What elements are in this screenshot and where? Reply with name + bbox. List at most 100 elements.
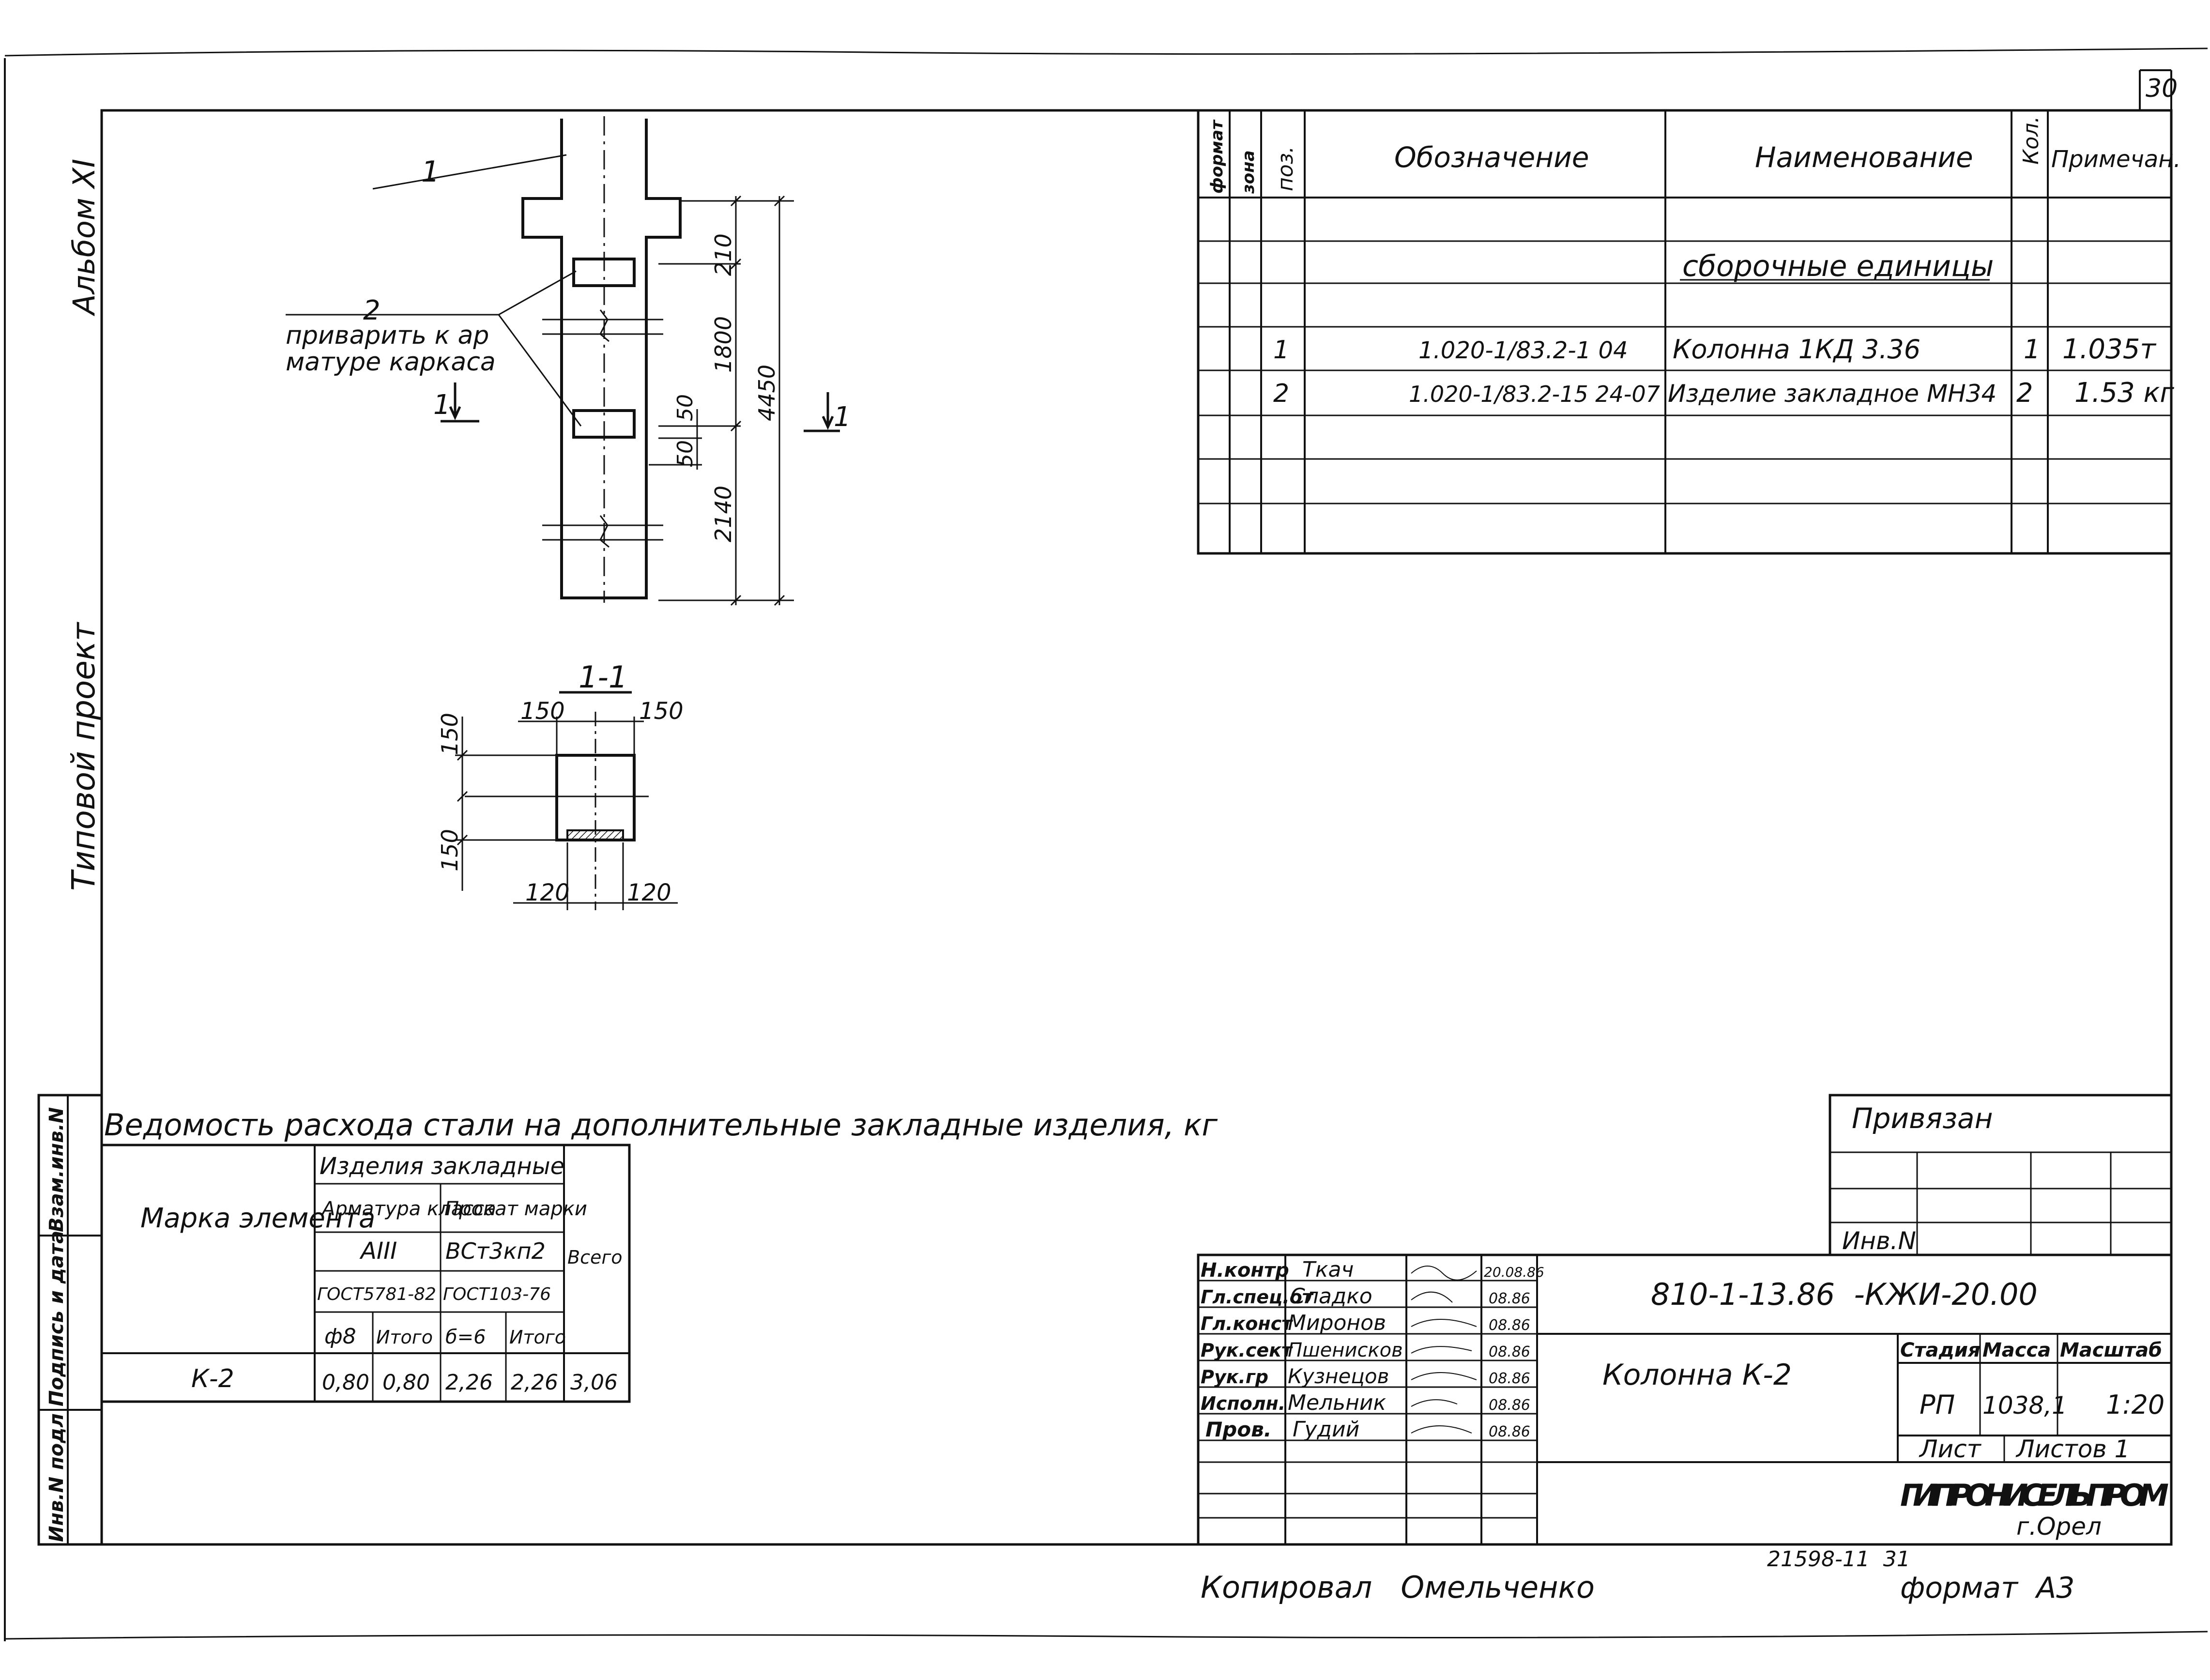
weld-note-line1: приварить к ар — [286, 321, 489, 350]
binding-inv: Инв.N — [1842, 1227, 1916, 1255]
tb-date-3: 08.86 — [1489, 1317, 1530, 1334]
col-format: формат — [1207, 119, 1227, 194]
tb-date-7: 08.86 — [1489, 1423, 1530, 1440]
col-pos: поз. — [1273, 146, 1298, 191]
sheet-number: 30 — [2146, 74, 2178, 103]
tb-date-1: 20.08.86 — [1484, 1264, 1544, 1280]
weld-note-line2: матуре каркаса — [286, 348, 496, 377]
left-margin: Альбом XI Типовой проект Инв.N подл Подп… — [37, 159, 103, 1546]
steel-col-grand-total: Всего — [567, 1247, 623, 1268]
steel-value-4: 2,26 — [511, 1370, 558, 1395]
section-dim-top-left: 150 — [520, 698, 565, 725]
sheet-frame — [4, 47, 2208, 1641]
binding-block — [1829, 1094, 2173, 1256]
steel-rebar-gost: ГОСТ5781-82 — [317, 1284, 436, 1304]
column-elevation — [286, 116, 840, 606]
title-block — [1197, 1253, 2173, 1546]
steel-value-5: 3,06 — [570, 1370, 618, 1395]
col-qty: Кол. — [2019, 116, 2043, 165]
side-label-sign: Подпись и дата — [46, 1231, 68, 1406]
leader-label-2: 2 — [363, 295, 381, 326]
signatures — [1411, 1266, 1477, 1434]
tb-name-4: Пшенисков — [1288, 1339, 1403, 1361]
tb-role-5: Рук.гр — [1201, 1366, 1268, 1388]
tb-date-4: 08.86 — [1489, 1344, 1530, 1360]
steel-value-3: 2,26 — [445, 1370, 493, 1395]
tb-role-6: Исполн. — [1201, 1393, 1285, 1414]
col-note: Примечан. — [2051, 146, 2181, 173]
tb-name-6: Мельник — [1288, 1390, 1386, 1415]
spec-row-1-designation: 1.020-1/83.2-1 04 — [1418, 337, 1628, 364]
section-dim-left-bottom: 150 — [437, 829, 463, 871]
section-dim-left-top: 150 — [437, 713, 463, 755]
section-dim-top-right: 150 — [639, 698, 684, 725]
spec-row-1-pos: 1 — [1273, 336, 1289, 365]
dim-50b: 50 — [673, 440, 698, 467]
steel-table-title: Ведомость расхода стали на дополнительны… — [104, 1107, 1218, 1143]
col-zone: зона — [1239, 150, 1258, 194]
tb-code: 810-1-13.86 -КЖИ-20.00 — [1651, 1277, 2038, 1312]
dim-210: 210 — [710, 233, 736, 276]
footer-copied: Копировал Омельченко — [1201, 1570, 1595, 1605]
steel-value-2: 0,80 — [382, 1370, 430, 1395]
tb-stage: РП — [1920, 1390, 1955, 1420]
dim-2140: 2140 — [710, 486, 736, 542]
steel-total-rebar: Итого — [376, 1327, 433, 1348]
steel-col-rolled-grade: Прокат марки — [444, 1198, 587, 1220]
steel-total-rolled: Итого — [509, 1327, 566, 1348]
tb-sheet-header: Лист — [1919, 1435, 1982, 1463]
tb-role-3: Гл.конст — [1201, 1313, 1293, 1334]
steel-table — [100, 1144, 631, 1403]
steel-rolled-gost: ГОСТ103-76 — [443, 1284, 551, 1304]
embedded-plate-bottom — [572, 409, 636, 439]
side-label-replace: Взам.инв.N — [46, 1107, 68, 1232]
section-dim-bottom-right: 120 — [627, 879, 671, 906]
tb-role-4: Рук.сект — [1201, 1340, 1293, 1361]
tb-role-2: Гл.спец.от — [1201, 1286, 1314, 1308]
side-label-inv: Инв.N подл — [46, 1413, 68, 1542]
dim-4450: 4450 — [754, 365, 780, 421]
leader-label-1: 1 — [421, 155, 440, 189]
steel-value-1: 0,80 — [322, 1370, 369, 1395]
section-mark-right: 1 — [834, 401, 851, 433]
section-mark-left: 1 — [433, 389, 451, 421]
section-title: 1-1 — [579, 659, 627, 695]
section-dim-bottom-left: 120 — [525, 879, 570, 906]
tb-name-7: Гудий — [1293, 1417, 1359, 1442]
steel-rebar-grade: AIII — [359, 1237, 397, 1265]
tb-date-5: 08.86 — [1489, 1370, 1530, 1387]
tb-name-1: Ткач — [1302, 1257, 1354, 1282]
steel-rolled-steel: ВСт3кп2 — [445, 1238, 546, 1264]
spec-row-2-note: 1.53 кг — [2074, 377, 2174, 409]
spec-row-1-note: 1.035т — [2062, 334, 2156, 365]
spec-row-1-name: Колонна 1КД 3.36 — [1673, 334, 1920, 365]
tb-name-2: Сладко — [1290, 1284, 1372, 1309]
steel-col-rebar-class: Арматура класса — [320, 1198, 496, 1220]
tb-item-name: Колонна К-2 — [1602, 1358, 1792, 1392]
section-1-1 — [455, 691, 678, 910]
tb-sheets-header: Листов 1 — [2015, 1435, 2130, 1463]
dim-50a: 50 — [673, 394, 698, 421]
steel-row-mark: К-2 — [191, 1364, 234, 1393]
footer-ref: 21598-11 31 — [1767, 1547, 1910, 1572]
steel-rebar-dia: ф8 — [324, 1324, 356, 1349]
footer-format: формат А3 — [1900, 1571, 2074, 1605]
col-designation: Обозначение — [1394, 141, 1589, 174]
spec-row-1-qty: 1 — [2024, 334, 2040, 365]
spec-row-2-name: Изделие закладное МН34 — [1668, 380, 1997, 408]
spec-row-2-pos: 2 — [1273, 379, 1289, 408]
steel-col-embedded: Изделия закладные — [320, 1153, 564, 1180]
tb-mass-header: Масса — [1982, 1339, 2051, 1361]
tb-city: г.Орел — [2016, 1512, 2102, 1541]
spec-table — [1197, 109, 2173, 555]
steel-thickness: б=6 — [445, 1326, 486, 1348]
tb-organization: ГИПРОНИСЕЛЬПРОМ — [1900, 1478, 2169, 1513]
tb-date-6: 08.86 — [1489, 1397, 1530, 1414]
tb-stage-header: Стадия — [1900, 1339, 1981, 1361]
tb-name-5: Кузнецов — [1288, 1364, 1389, 1388]
steel-col-element-mark: Марка элемента — [140, 1203, 375, 1234]
project-label: Типовой проект — [65, 621, 102, 891]
album-label: Альбом XI — [66, 159, 102, 317]
tb-role-1: Н.контр — [1201, 1259, 1289, 1282]
